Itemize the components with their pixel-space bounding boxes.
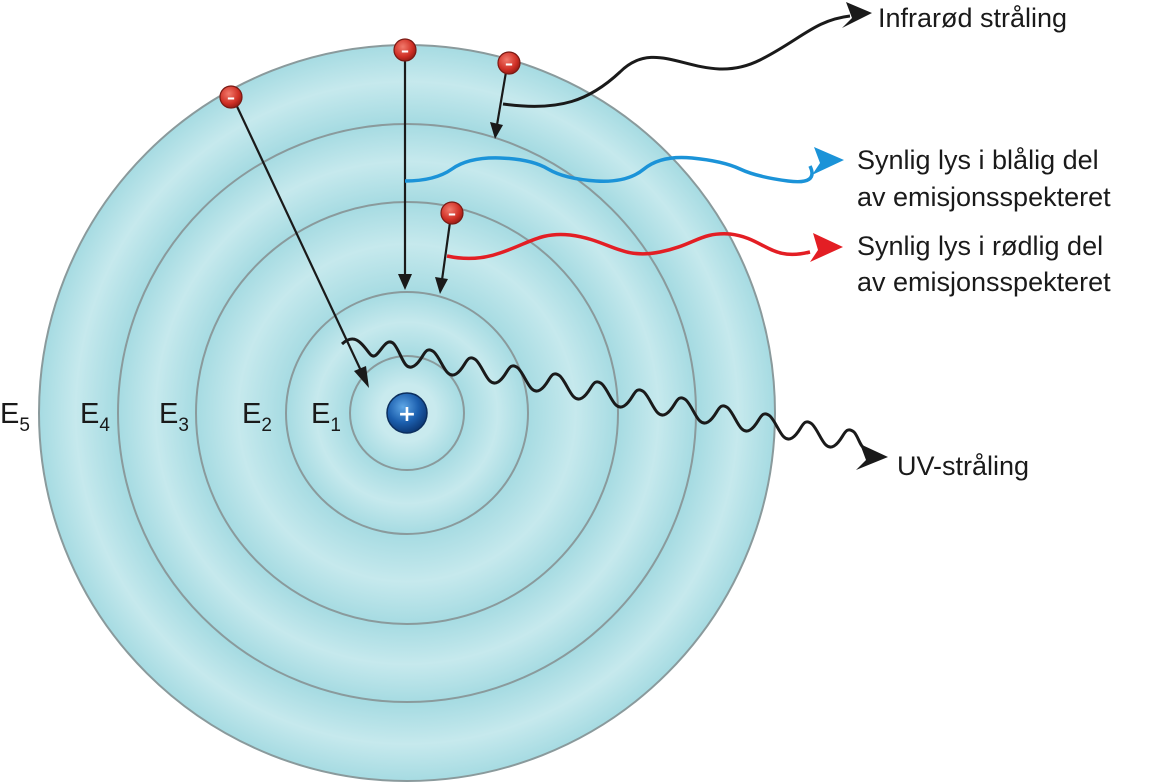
electron-2: – [393,38,417,62]
infrared-label: Infrarød stråling [878,3,1067,33]
infrared-curve [502,14,851,108]
infrared-emission: Infrarød stråling [502,2,1067,108]
nucleus-plus-icon: + [398,402,416,427]
red-label-line1: Synlig lys i rødlig del [857,231,1103,261]
electron-3: – [497,51,521,75]
electron-4: – [440,201,464,225]
infrared-arrowhead [842,2,872,28]
electron-minus-icon: – [448,204,456,223]
blue-light-emission: Synlig lys i blålig del av emisjonsspekt… [404,145,1111,212]
uv-wave [340,337,865,450]
blue-label-line1: Synlig lys i blålig del [857,145,1099,175]
uv-label: UV-stråling [897,451,1029,481]
blue-arrowhead [812,147,844,175]
shell-label-e3: E3 [159,398,189,436]
electron-minus-icon: – [505,54,513,73]
red-label-line2: av emisjonsspekteret [857,267,1111,297]
shell-labels: E5 E4 E3 E2 E1 [0,398,341,436]
blue-label-line2: av emisjonsspekteret [857,182,1111,212]
shell-label-e4: E4 [80,398,110,436]
transition-e3-e2 [440,214,453,281]
blue-wave [404,155,814,184]
shell-label-e1: E1 [311,398,341,436]
electron-1: – [219,85,243,109]
red-arrowhead [810,233,843,262]
uv-arrowhead [856,444,888,470]
red-wave [446,232,811,261]
transition-arrows [233,52,509,388]
electron-minus-icon: – [401,41,409,60]
uv-emission: UV-stråling [340,337,1029,481]
transition-e5-e4 [495,65,509,126]
red-light-emission: Synlig lys i rødlig del av emisjonsspekt… [446,231,1111,297]
shell-label-e2: E2 [242,398,272,436]
arrowhead-e5-e1 [354,366,369,388]
transition-e5-e1 [233,99,364,376]
arrowhead-e5-e2 [398,274,412,290]
electron-minus-icon: – [227,88,235,107]
arrowhead-e3-e2 [435,277,448,294]
shell-label-e5: E5 [0,398,30,436]
arrowhead-e5-e4 [490,122,503,139]
nucleus: + [386,392,428,434]
electrons: – – – – [219,38,521,225]
nucleus-ball [386,392,428,434]
